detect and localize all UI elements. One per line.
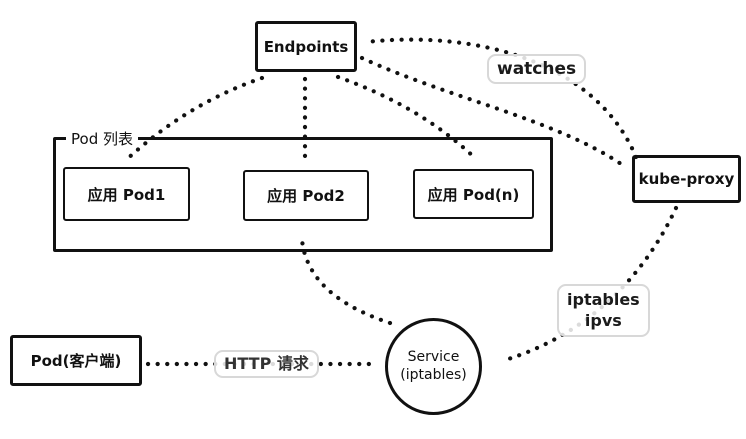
client-pod-label: Pod(客户端) (30, 352, 122, 370)
ipvs-text: ipvs (584, 310, 622, 330)
service-label-line1: Service (407, 349, 460, 365)
pod2-node: 应用 Pod2 (243, 170, 369, 221)
kube-proxy-label: kube-proxy (638, 170, 735, 188)
iptables-ipvs-edge-label: iptables ipvs (557, 284, 650, 337)
kube-proxy-node: kube-proxy (632, 155, 741, 203)
service-node: Service (iptables) (385, 318, 482, 415)
service-label-line2: (iptables) (400, 366, 467, 383)
watches-edge-label: watches (487, 54, 587, 84)
endpoints-node: Endpoints (255, 21, 357, 72)
watches-text: watches (497, 58, 577, 79)
podn-label: 应用 Pod(n) (427, 185, 520, 204)
client-pod-node: Pod(客户端) (10, 335, 142, 386)
pod-list-title: Pod 列表 (66, 128, 138, 149)
http-request-text: HTTP 请求 (224, 353, 309, 373)
endpoints-label: Endpoints (263, 37, 349, 56)
pod2-label: 应用 Pod2 (267, 187, 345, 205)
http-request-edge-label: HTTP 请求 (214, 350, 319, 378)
arrow-service-to-pod2 (299, 237, 393, 326)
podn-node: 应用 Pod(n) (413, 169, 534, 219)
iptables-text: iptables (567, 289, 640, 309)
pod1-label: 应用 Pod1 (87, 185, 166, 204)
pod1-node: 应用 Pod1 (63, 167, 190, 221)
